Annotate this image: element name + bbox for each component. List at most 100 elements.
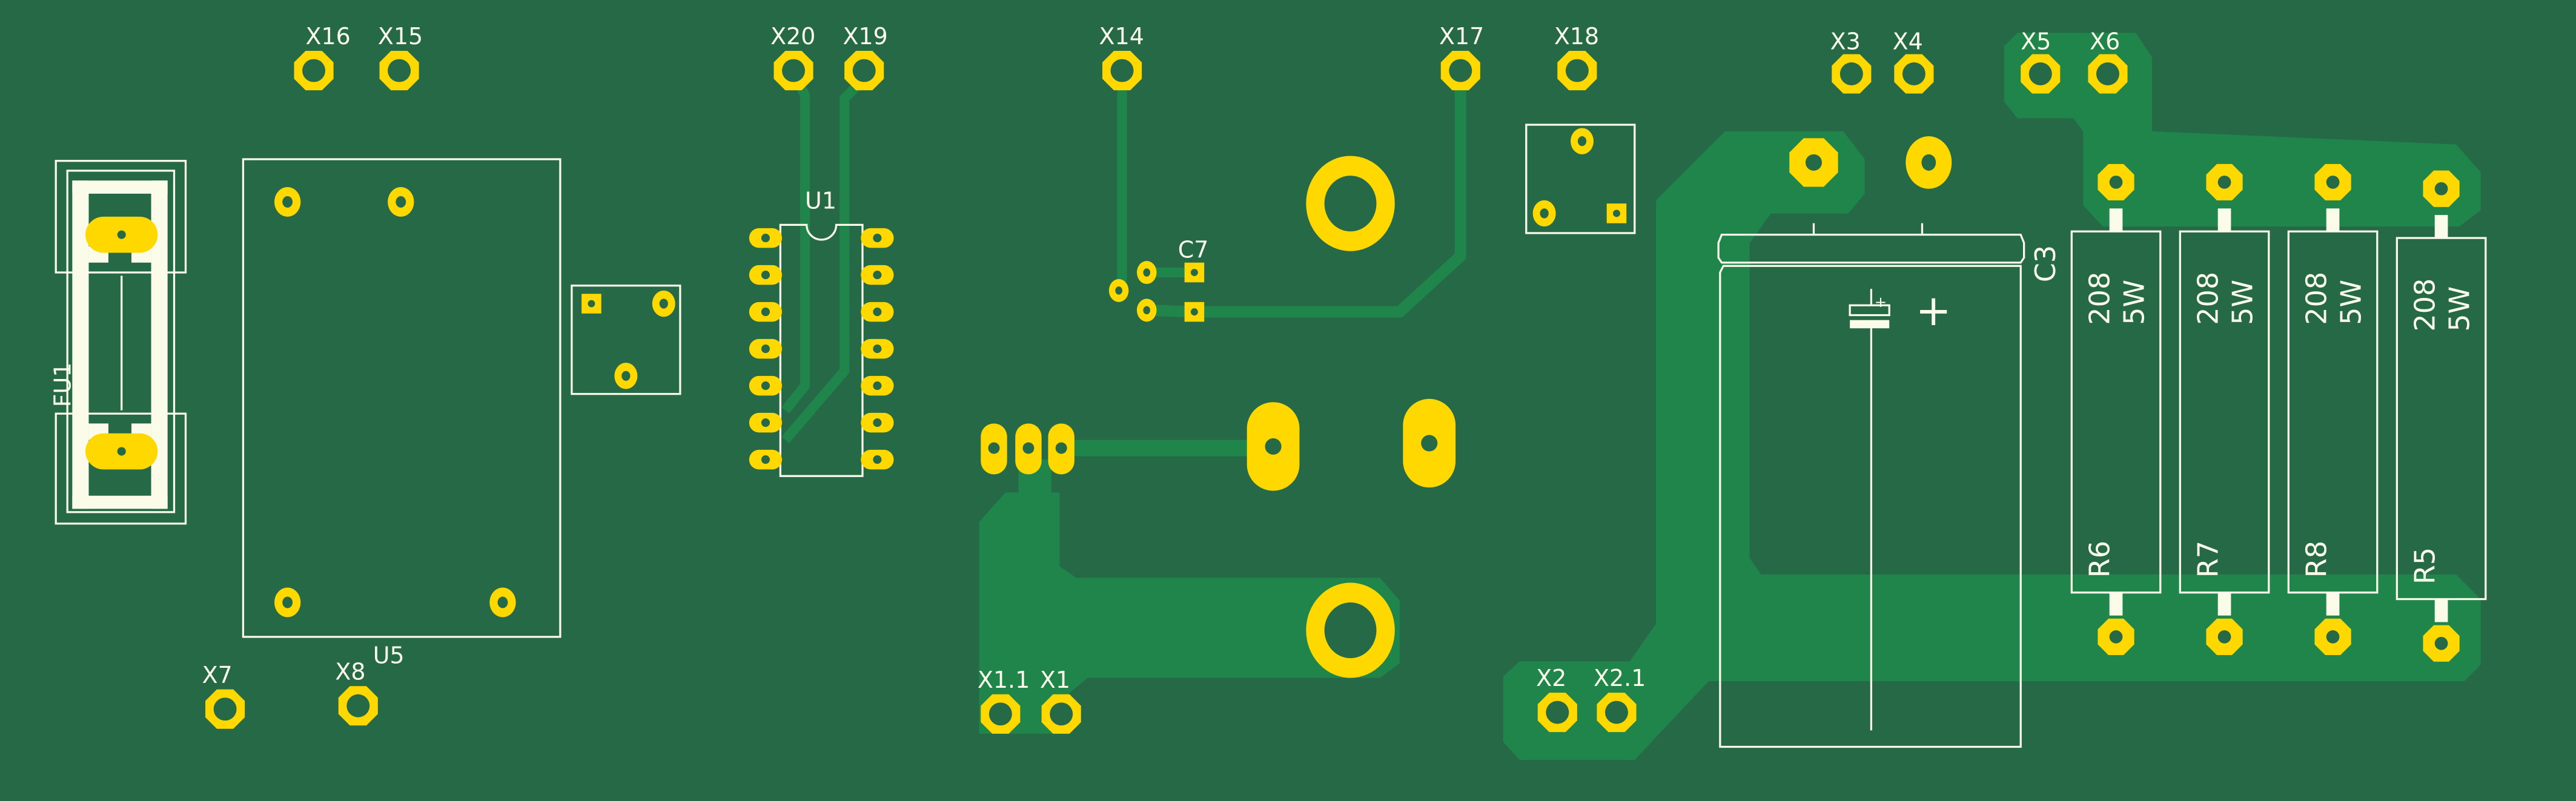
resistor-ref: R6	[2084, 541, 2116, 578]
resistor-value: 208	[2192, 272, 2225, 325]
connector-pad-x17[interactable]	[1440, 51, 1480, 91]
connector-pad-x3[interactable]	[1832, 54, 1872, 94]
trimmer-right-pin-1[interactable]	[1571, 128, 1594, 154]
connector-label-x18: X18	[1554, 23, 1599, 50]
resistor-ref: R8	[2300, 541, 2333, 578]
c3-pad-negative[interactable]	[1789, 138, 1838, 187]
u5-pin-2[interactable]	[388, 187, 414, 217]
regulator-pin-1[interactable]	[981, 423, 1007, 475]
connector-label-x16: X16	[306, 23, 351, 50]
connector-pad-x1_1[interactable]	[981, 694, 1021, 734]
u1-pin-2[interactable]	[749, 265, 783, 285]
small-pad-2[interactable]	[1136, 298, 1157, 322]
c3-outline	[1717, 223, 2025, 748]
connector-pad-x15[interactable]	[379, 51, 419, 91]
connector-pad-x14[interactable]	[1102, 51, 1142, 91]
trimmer-left-pin-2[interactable]	[652, 290, 675, 317]
c7-pad-1[interactable]	[1184, 262, 1205, 283]
mounting-hole-bottom[interactable]	[1306, 582, 1395, 678]
connector-label-x14: X14	[1099, 23, 1144, 50]
u1-pin-10[interactable]	[861, 375, 894, 396]
resistor-pad-top-r7[interactable]	[2206, 163, 2243, 201]
c3-polarity-small: +	[1875, 293, 1887, 311]
trimmer-left-pin-1[interactable]	[581, 294, 601, 314]
inductor-pad-1[interactable]	[1247, 402, 1300, 491]
connector-pad-x8[interactable]	[338, 686, 378, 726]
small-pad-1[interactable]	[1136, 261, 1157, 285]
connector-pad-x18[interactable]	[1557, 51, 1597, 91]
u5-module-outline	[242, 158, 561, 638]
connector-label-x2_1: X2.1	[1594, 665, 1646, 691]
resistor-pad-top-r8[interactable]	[2314, 163, 2351, 201]
u1-pin-1[interactable]	[749, 228, 783, 248]
resistor-ref: R7	[2192, 541, 2225, 578]
connector-pad-x2[interactable]	[1537, 693, 1577, 733]
connector-label-x19: X19	[843, 23, 887, 50]
resistor-value: 208	[2300, 272, 2333, 325]
trimmer-left-pin-3[interactable]	[614, 363, 638, 389]
connector-pad-x5[interactable]	[2021, 54, 2061, 94]
connector-pad-x2_1[interactable]	[1597, 693, 1637, 733]
resistor-power: 5W	[2335, 280, 2368, 325]
connector-label-x3: X3	[1830, 28, 1861, 54]
u1-pin-6[interactable]	[749, 412, 783, 433]
resistor-value: 208	[2409, 279, 2442, 332]
resistor-power: 5W	[2118, 280, 2151, 325]
u1-pin-9[interactable]	[861, 412, 894, 433]
resistor-pad-bottom-r5[interactable]	[2423, 625, 2460, 662]
connector-pad-x20[interactable]	[773, 51, 813, 91]
resistor-pad-top-r6[interactable]	[2098, 163, 2134, 201]
u1-pin-4[interactable]	[749, 338, 783, 359]
trimmer-right-pin-2[interactable]	[1532, 200, 1556, 227]
connector-label-x6: X6	[2090, 28, 2120, 54]
connector-pad-x4[interactable]	[1894, 54, 1934, 94]
connector-label-x1_1: X1.1	[978, 667, 1030, 693]
connector-pad-x7[interactable]	[205, 689, 245, 729]
u1-pin-11[interactable]	[861, 338, 894, 359]
connector-label-x17: X17	[1439, 23, 1484, 50]
trimmer-outline-left	[571, 285, 681, 395]
regulator-pin-2[interactable]	[1015, 423, 1042, 475]
connector-label-x2: X2	[1536, 665, 1566, 691]
connector-pad-x19[interactable]	[844, 51, 884, 91]
u1-pin-3[interactable]	[749, 302, 783, 322]
resistor-pad-bottom-r7[interactable]	[2206, 618, 2243, 655]
connector-pad-x1[interactable]	[1041, 694, 1081, 734]
connector-label-x8: X8	[335, 658, 365, 685]
trace-x14-c7	[1114, 70, 1127, 292]
u5-pin-1[interactable]	[274, 187, 301, 217]
c7-label: C7	[1178, 237, 1209, 263]
u1-pin-13[interactable]	[861, 265, 894, 285]
connector-pad-x16[interactable]	[294, 51, 334, 91]
trimmer-right-pin-3[interactable]	[1606, 203, 1627, 223]
u1-pin-5[interactable]	[749, 375, 783, 396]
resistor-pad-bottom-r8[interactable]	[2314, 618, 2351, 655]
u1-pin-14[interactable]	[861, 228, 894, 248]
u1-pin-8[interactable]	[861, 449, 894, 470]
u5-label: U5	[373, 642, 405, 668]
regulator-pin-3[interactable]	[1048, 423, 1074, 475]
connector-label-x15: X15	[378, 23, 423, 50]
u5-pin-4[interactable]	[489, 587, 516, 618]
resistor-pad-bottom-r6[interactable]	[2098, 618, 2134, 655]
u5-pin-3[interactable]	[274, 587, 301, 618]
u1-pin-7[interactable]	[749, 449, 783, 470]
resistor-pad-top-r5[interactable]	[2423, 170, 2460, 207]
c3-label: C3	[2029, 245, 2062, 282]
copper-pour-input	[979, 460, 1400, 734]
pad-layer	[85, 51, 2460, 734]
c7-pad-2[interactable]	[1184, 302, 1205, 322]
small-pad-3[interactable]	[1108, 279, 1129, 302]
c3-pad-positive[interactable]	[1906, 136, 1952, 189]
u1-outline	[779, 223, 864, 477]
connector-pad-x6[interactable]	[2088, 54, 2128, 94]
fuse-pad-top[interactable]	[85, 216, 158, 253]
fuse-pad-bottom[interactable]	[85, 433, 158, 470]
inductor-pad-2[interactable]	[1403, 398, 1456, 488]
mounting-hole-top[interactable]	[1306, 156, 1395, 251]
u1-pin-12[interactable]	[861, 302, 894, 322]
silkscreen-layer: FU1 U5 U1 C7 + + C3	[50, 124, 2062, 748]
trace-x17-c7	[1146, 70, 1466, 318]
